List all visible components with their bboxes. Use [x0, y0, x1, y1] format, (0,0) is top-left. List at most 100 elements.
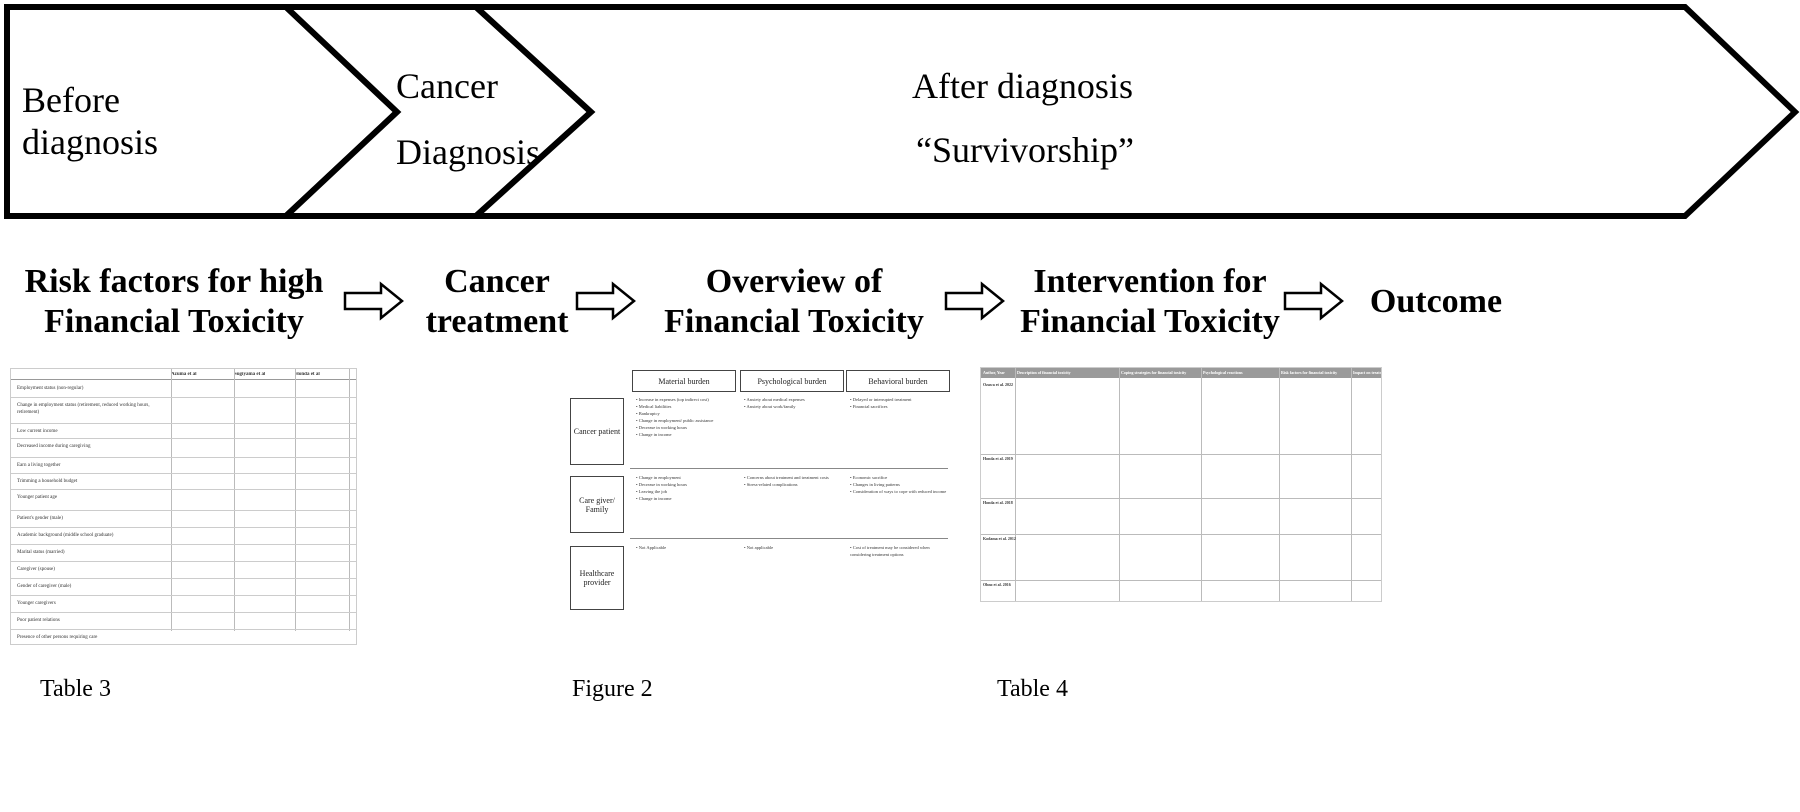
figure2-cell-item: • Anxiety about work/family: [744, 404, 796, 409]
table3-row-rule: [11, 629, 356, 630]
stage-after-diagnosis-chevron: [468, 3, 1800, 219]
figure2-cell-item: • Change in income: [636, 432, 672, 437]
table3-row-rule: [11, 527, 356, 528]
figure2-cell: • Delayed or interrupted treatment • Fina…: [850, 396, 948, 410]
table4-vline: [1119, 368, 1120, 601]
table3-row-rule: [11, 612, 356, 613]
table4-vline: [1015, 368, 1016, 601]
arrow-right-icon: [1283, 281, 1344, 321]
figure2-cell-item: • Economic sacrifice: [850, 475, 888, 480]
table3-row-label: Trimming a household budget: [17, 479, 78, 484]
figure2-cell: • Anxiety about medical expenses • Anxiet…: [744, 396, 842, 410]
figure2-row-label: Cancer patient: [570, 398, 624, 465]
table3-row-label: Marital status (married): [17, 550, 65, 555]
figure2-cell-item: • Concerns about treatment and treatment…: [744, 475, 829, 480]
step-outcome: Outcome: [1369, 283, 1503, 320]
figure2-cell-item: • Financial sacrifices: [850, 404, 888, 409]
table3-row-rule: [11, 397, 356, 398]
table4-vline: [1351, 368, 1352, 601]
table3-row-rule: [11, 561, 356, 562]
table3-row-rule: [11, 473, 356, 474]
figure2-column-header: Psychological burden: [740, 370, 844, 392]
figure2-cell-item: • Bankruptcy: [636, 411, 660, 416]
table4-vline: [1279, 368, 1280, 601]
table4-header: Psychological reactions: [1203, 370, 1243, 375]
figure2-cell-item: • Changes in living patterns: [850, 482, 900, 487]
table3-row-label: Change in employment status (retirement,…: [17, 403, 150, 415]
table4-header: Impact on treatment outcomes: [1353, 370, 1381, 375]
table3-row-rule: [11, 510, 356, 511]
table3-vline: [295, 369, 296, 631]
table4-vline: [1201, 368, 1202, 601]
table3-header: Azuma et al: [171, 372, 197, 377]
table4-header-band: [981, 368, 1381, 378]
table3-header: Sugiyama et al: [234, 372, 266, 377]
table3-row-rule: [11, 457, 356, 458]
figure2-column-header: Behavioral burden: [846, 370, 950, 392]
figure2-cell-item: • Stress-related complications: [744, 482, 798, 487]
table3-vline: [234, 369, 235, 631]
table4-row-label: Kodama et al. 2012: [983, 536, 1016, 541]
stage-after-diagnosis-label: After diagnosis“Survivorship”: [912, 66, 1134, 170]
arrow-right-icon: [343, 281, 404, 321]
timeline-chevron-bar: [4, 3, 1800, 219]
figure2-cell: • Change in employment • Decrease in work…: [636, 474, 734, 502]
figure2-cell-item: • Change in employment: [636, 475, 681, 480]
table3-row-rule: [11, 544, 356, 545]
table3-row-label: Presence of other persons requiring care: [17, 635, 98, 640]
figure2-divider: [630, 468, 948, 469]
figure2-cell-item: • Leaving the job: [636, 489, 667, 494]
figure2-cell-item: • Delayed or interrupted treatment: [850, 397, 912, 402]
figure2-cell: • Not applicable: [744, 544, 842, 551]
figure2-cell-item: • Decrease in working hours: [636, 425, 688, 430]
figure2-cell-item: • Decrease in working hours: [636, 482, 688, 487]
figure2-cell-item: • Cost of treatment may be considered wh…: [850, 545, 930, 557]
table4-row-rule: [981, 534, 1381, 535]
figure2-cell-item: • Change in income: [636, 496, 672, 501]
figure2-cell: • Not Applicable: [636, 544, 734, 551]
table3-row-label: Gender of caregiver (male): [17, 584, 72, 589]
figure2-row-label: Care giver/ Family: [570, 476, 624, 533]
table3-row-label: Earn a living together: [17, 463, 61, 468]
figure2-cell-item: • Change in employment/ public assistanc…: [636, 418, 714, 423]
table3-row-rule: [11, 595, 356, 596]
table3-row-label: Decreased income during caregiving: [17, 444, 91, 449]
figure2-cell-item: • Medical liabilities: [636, 404, 672, 409]
table4-header: Author, Year: [983, 370, 1005, 375]
table3-row-rule: [11, 423, 356, 424]
arrow-right-icon: [575, 281, 636, 321]
figure2-cell: • Concerns about treatment and treatment…: [744, 474, 842, 488]
table3-rule: [11, 379, 356, 380]
table3-row-label: Younger caregivers: [17, 601, 56, 606]
figure2-cell: • Economic sacrifice • Changes in living …: [850, 474, 948, 495]
table3-row-rule: [11, 578, 356, 579]
table3-row-label: Caregiver (spouse): [17, 567, 55, 572]
figure2-divider: [630, 538, 948, 539]
table4-row-label: Honda et al. 2019: [983, 456, 1013, 461]
table3-row-label: Low current income: [17, 429, 58, 434]
arrow-right-icon: [944, 281, 1005, 321]
caption-table3: Table 3: [40, 676, 111, 702]
caption-figure2: Figure 2: [572, 676, 653, 702]
figure2-cell-item: • Not applicable: [744, 545, 774, 550]
table3-row-label: Patient's gender (male): [17, 516, 63, 521]
table4-header: Coping strategies for financial toxicity: [1121, 370, 1187, 375]
figure2-row-label: Healthcare provider: [570, 546, 624, 610]
figure2-column-header: Material burden: [632, 370, 736, 392]
table4-row-rule: [981, 498, 1381, 499]
table4-header: Risk factors for financial toxicity: [1281, 370, 1338, 375]
figure2-cell-item: • Anxiety about medical expenses: [744, 397, 805, 402]
table4-row-label: Ozawa et al. 2022: [983, 382, 1013, 387]
caption-table4: Table 4: [997, 676, 1068, 702]
table3-row-label: Academic background (middle school gradu…: [17, 533, 114, 538]
table3-row-label: Younger patient age: [17, 495, 58, 500]
figure2-cell-item: • Not Applicable: [636, 545, 667, 550]
table3-row-label: Poor patient relations: [17, 618, 60, 623]
table3-header: Honda et al: [295, 372, 320, 377]
